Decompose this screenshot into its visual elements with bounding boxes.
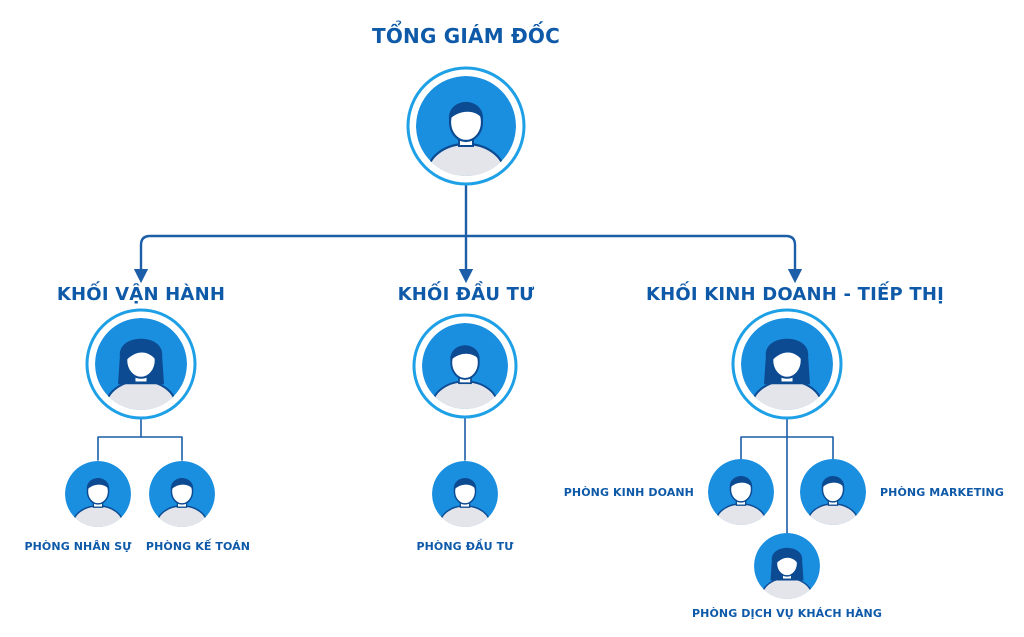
person-avatar-icon: [432, 461, 498, 527]
dept-avatar-investment: [432, 461, 498, 527]
avatar-nodes: [65, 66, 866, 599]
dept-label-sales: PHÒNG KINH DOANH: [563, 486, 694, 499]
person-female-avatar-icon: [754, 533, 820, 599]
dept-avatar-customer-service: [754, 533, 820, 599]
dept-avatar-marketing: [800, 459, 866, 525]
dept-avatar-accounting: [149, 461, 215, 527]
ceo-avatar: [406, 66, 526, 186]
dept-avatar-hr: [65, 461, 131, 527]
person-avatar-icon: [800, 459, 866, 525]
connector-lines: [97, 170, 834, 535]
connector-ceo-to-operations: [133, 234, 468, 284]
person-female-avatar-icon: [95, 318, 187, 410]
division-title-operations: KHỐI VẬN HÀNH: [56, 284, 226, 305]
division-title-investment: KHỐI ĐẦU TƯ: [397, 284, 535, 305]
person-avatar-icon: [708, 459, 774, 525]
dept-label-customer-service: PHÒNG DỊCH VỤ KHÁCH HÀNG: [692, 607, 882, 620]
person-avatar-icon: [149, 461, 215, 527]
person-avatar-icon: [65, 461, 131, 527]
connector-ops-branch: [97, 436, 183, 461]
division-avatar-sales-marketing: [731, 308, 843, 420]
ceo-title: TỔNG GIÁM ĐỐC: [371, 24, 561, 48]
person-avatar-icon: [422, 323, 508, 409]
division-title-sales-marketing: KHỐI KINH DOANH - TIẾP THỊ: [645, 284, 945, 305]
connector-sales-branch: [740, 436, 834, 461]
dept-label-accounting: PHÒNG KẾ TOÁN: [145, 540, 251, 553]
division-avatar-operations: [85, 308, 197, 420]
division-avatar-investment: [412, 313, 518, 419]
connector-ceo-to-sales: [464, 234, 803, 284]
dept-label-investment: PHÒNG ĐẦU TƯ: [416, 540, 514, 553]
dept-label-marketing: PHÒNG MARKETING: [880, 486, 1004, 499]
dept-avatar-sales: [708, 459, 774, 525]
person-female-avatar-icon: [741, 318, 833, 410]
dept-label-hr: PHÒNG NHÂN SỰ: [24, 540, 132, 553]
